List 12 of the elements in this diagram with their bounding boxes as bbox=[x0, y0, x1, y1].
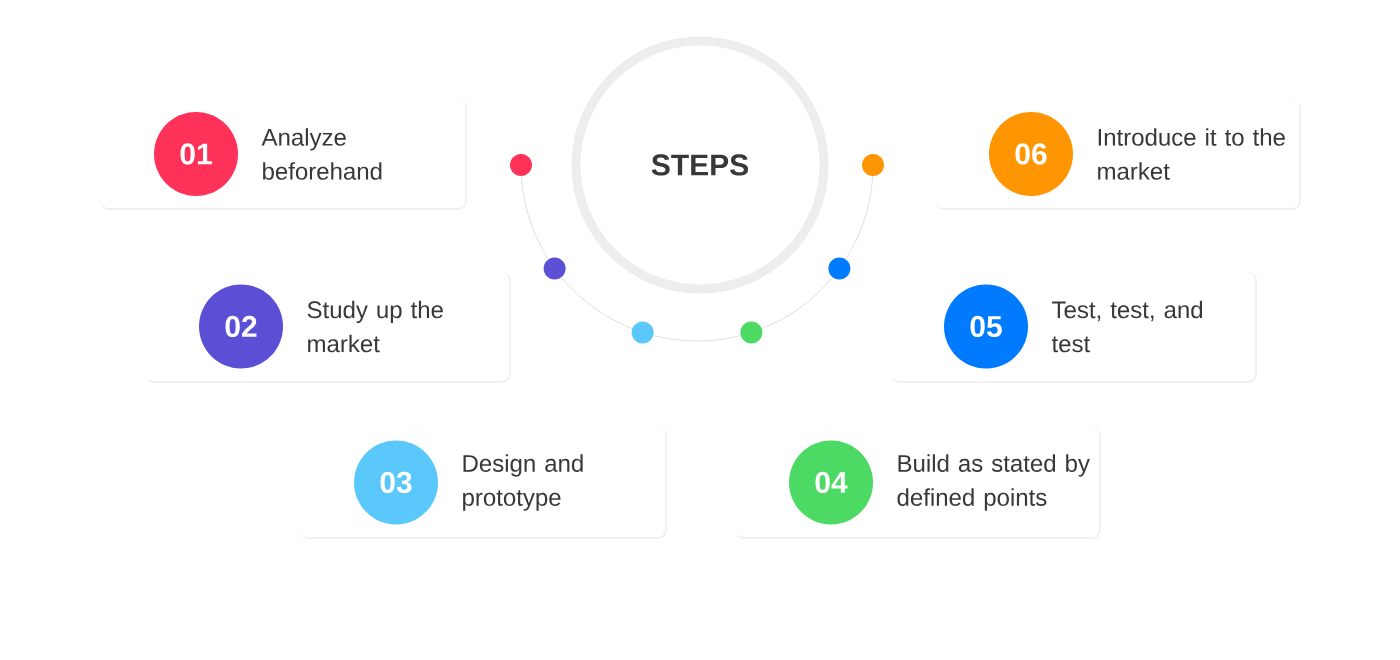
number-badge: 04 bbox=[789, 440, 873, 525]
number-badge: 02 bbox=[199, 284, 283, 369]
number-badge: 01 bbox=[154, 112, 238, 196]
step-label: Test, test, and test bbox=[1051, 300, 1203, 353]
step-label: Build as stated by defined points bbox=[897, 454, 1090, 511]
step-label: Study up the market bbox=[307, 300, 443, 353]
number-badge: 05 bbox=[944, 284, 1028, 369]
step-label: Introduce it to the market bbox=[1098, 128, 1285, 180]
step-label: Design and prototype bbox=[463, 454, 583, 511]
number-badge: 03 bbox=[354, 440, 438, 525]
step-label: Analyze beforehand bbox=[261, 128, 382, 180]
number-badge: 06 bbox=[989, 112, 1073, 196]
